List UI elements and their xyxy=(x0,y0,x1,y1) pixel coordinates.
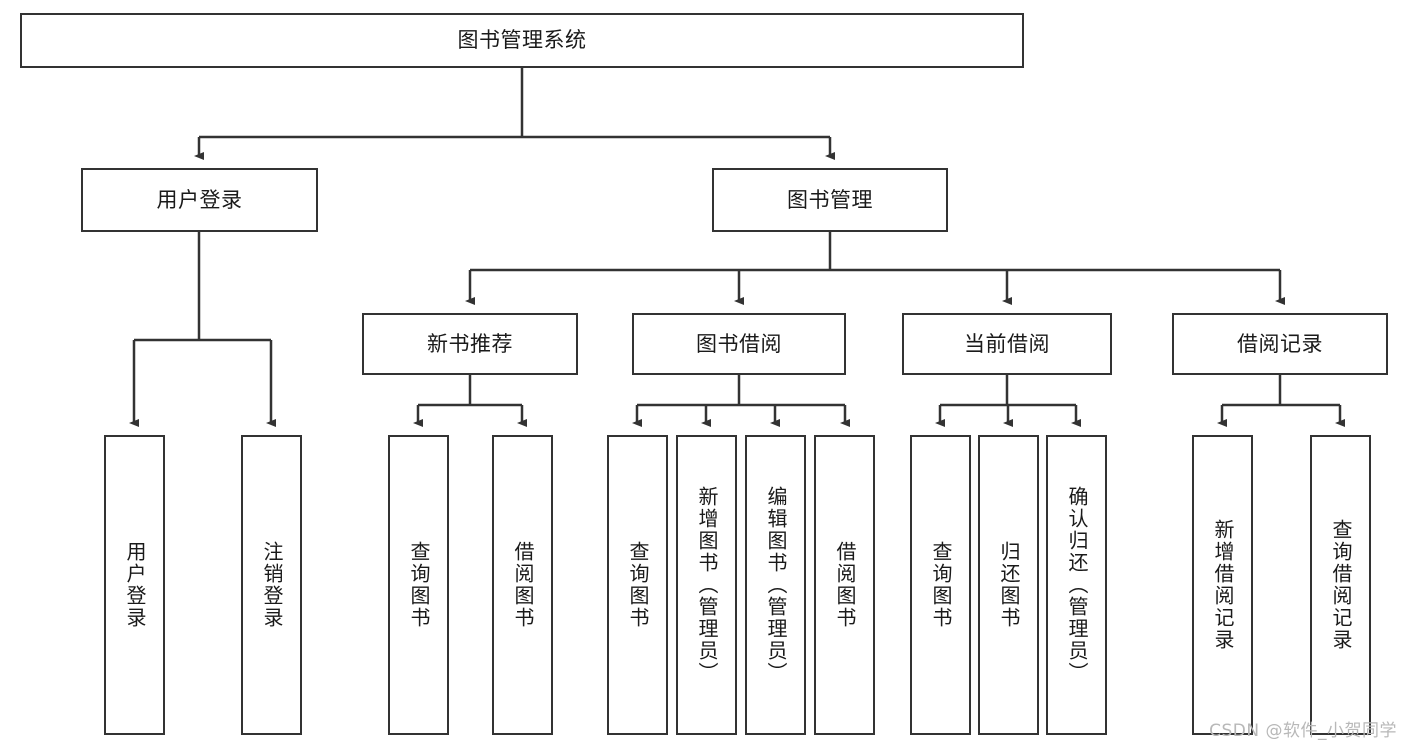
node-leaf-return-book[interactable]: 归还图书 xyxy=(978,435,1039,735)
node-label: 确认归还（管理员） xyxy=(1065,486,1089,684)
node-label: 新增借阅记录 xyxy=(1211,519,1235,651)
node-book-borrow[interactable]: 图书借阅 xyxy=(632,313,846,375)
node-leaf-add-book-admin[interactable]: 新增图书（管理员） xyxy=(676,435,737,735)
node-label: 归还图书 xyxy=(997,541,1021,629)
node-label: 用户登录 xyxy=(156,187,243,212)
csdn-watermark: CSDN @软件_小贺同学 xyxy=(1209,721,1397,741)
node-root-book-management-system[interactable]: 图书管理系统 xyxy=(20,13,1024,68)
node-label: 查询图书 xyxy=(626,541,650,629)
node-leaf-confirm-return-admin[interactable]: 确认归还（管理员） xyxy=(1046,435,1107,735)
node-leaf-query-book-new[interactable]: 查询图书 xyxy=(388,435,449,735)
node-borrow-record[interactable]: 借阅记录 xyxy=(1172,313,1388,375)
node-leaf-borrow-book-new[interactable]: 借阅图书 xyxy=(492,435,553,735)
node-leaf-add-borrow-record[interactable]: 新增借阅记录 xyxy=(1192,435,1253,735)
node-label: 查询借阅记录 xyxy=(1329,519,1353,651)
node-label: 查询图书 xyxy=(407,541,431,629)
node-leaf-edit-book-admin[interactable]: 编辑图书（管理员） xyxy=(745,435,806,735)
node-label: 注销登录 xyxy=(260,541,284,629)
node-user-login[interactable]: 用户登录 xyxy=(81,168,318,232)
node-leaf-query-book-current[interactable]: 查询图书 xyxy=(910,435,971,735)
node-label: 编辑图书（管理员） xyxy=(764,486,788,684)
node-current-borrow[interactable]: 当前借阅 xyxy=(902,313,1112,375)
node-label: 新增图书（管理员） xyxy=(695,486,719,684)
node-label: 借阅图书 xyxy=(511,541,535,629)
node-book-management[interactable]: 图书管理 xyxy=(712,168,948,232)
node-label: 当前借阅 xyxy=(964,331,1050,356)
node-label: 图书管理系统 xyxy=(457,28,587,53)
node-label: 借阅记录 xyxy=(1237,331,1323,356)
node-label: 新书推荐 xyxy=(427,331,513,356)
node-label: 查询图书 xyxy=(929,541,953,629)
node-leaf-logout[interactable]: 注销登录 xyxy=(241,435,302,735)
node-leaf-borrow-book[interactable]: 借阅图书 xyxy=(814,435,875,735)
node-label: 借阅图书 xyxy=(833,541,857,629)
node-leaf-query-book-borrow[interactable]: 查询图书 xyxy=(607,435,668,735)
node-new-book-recommend[interactable]: 新书推荐 xyxy=(362,313,578,375)
node-leaf-user-login[interactable]: 用户登录 xyxy=(104,435,165,735)
node-label: 图书管理 xyxy=(787,187,873,212)
node-label: 图书借阅 xyxy=(696,331,782,356)
node-label: 用户登录 xyxy=(123,541,147,629)
node-leaf-query-borrow-record[interactable]: 查询借阅记录 xyxy=(1310,435,1371,735)
